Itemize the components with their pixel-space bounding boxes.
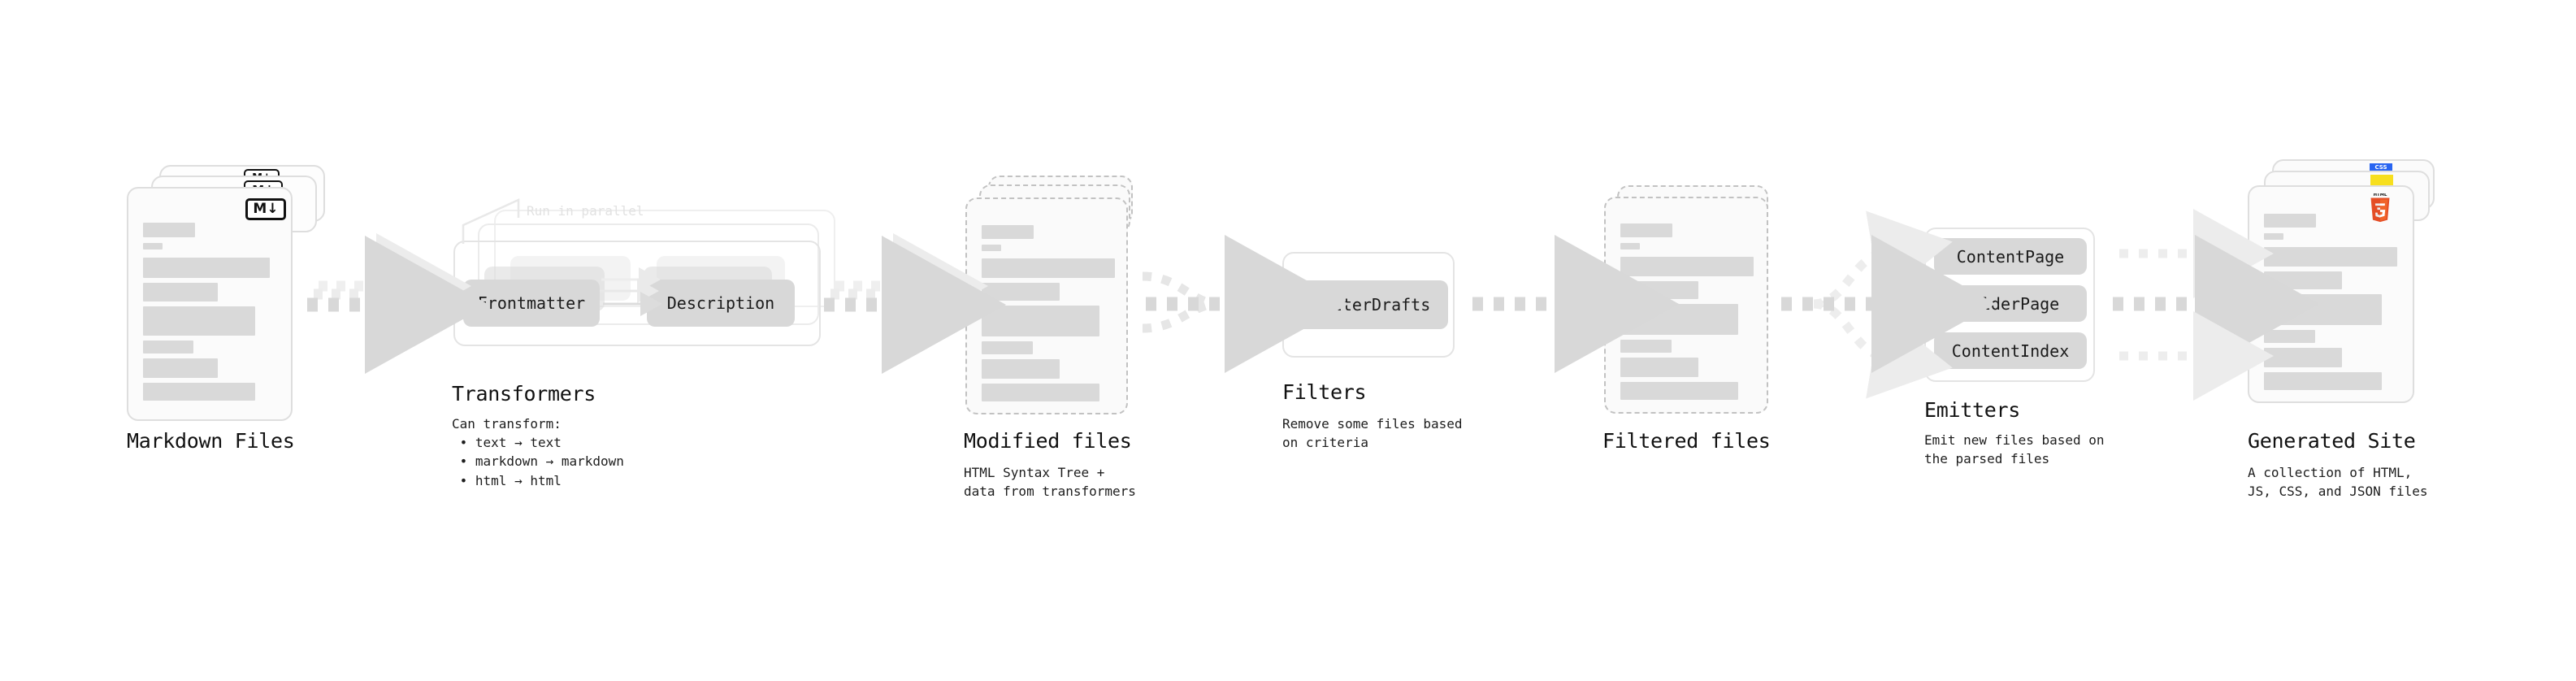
doc-block-6 bbox=[1620, 382, 1738, 400]
svg-text:HTML: HTML bbox=[2374, 193, 2387, 197]
doc-subtitle-bar bbox=[143, 243, 163, 249]
modified-files-caption: HTML Syntax Tree + data from transformer… bbox=[964, 465, 1136, 500]
doc-title-bar bbox=[2264, 214, 2316, 228]
doc-block-5 bbox=[982, 359, 1060, 379]
emitters-group: ContentPage FolderPage ContentIndex bbox=[1924, 228, 2095, 382]
doc-block-4 bbox=[982, 341, 1033, 354]
doc-block-3 bbox=[2264, 294, 2382, 325]
doc-block-6 bbox=[982, 384, 1099, 401]
doc-title-bar bbox=[982, 225, 1034, 239]
doc-block-5 bbox=[143, 358, 218, 378]
doc-block-4 bbox=[143, 340, 193, 354]
filters-heading: Filters bbox=[1282, 380, 1367, 404]
doc-block-2 bbox=[143, 283, 218, 301]
doc-subtitle-bar bbox=[982, 245, 1001, 251]
arrow-markdown-to-transformers bbox=[307, 233, 489, 374]
doc-block-3 bbox=[143, 306, 255, 336]
emitter-pill-folderpage[interactable]: FolderPage bbox=[1934, 285, 2087, 322]
arrow-filtered-to-emitters bbox=[1781, 210, 1996, 399]
emitter-pill-contentindex[interactable]: ContentIndex bbox=[1934, 332, 2087, 369]
doc-block-6 bbox=[2264, 372, 2382, 390]
doc-subtitle-bar bbox=[1620, 243, 1640, 249]
doc-block-1 bbox=[2264, 247, 2397, 267]
transformers-caption: Can transform: • text → text • markdown … bbox=[452, 416, 624, 488]
filter-pill-filterdrafts[interactable]: FilterDrafts bbox=[1295, 280, 1448, 329]
doc-block-1 bbox=[982, 258, 1115, 278]
doc-block-3 bbox=[982, 306, 1099, 336]
doc-block-4 bbox=[2264, 330, 2315, 343]
doc-title-bar bbox=[143, 223, 195, 237]
doc-block-5 bbox=[2264, 348, 2342, 367]
doc-block-2 bbox=[982, 283, 1060, 301]
doc-block-1 bbox=[143, 258, 270, 278]
doc-block-5 bbox=[1620, 358, 1698, 377]
doc-subtitle-bar bbox=[2264, 233, 2283, 240]
filtered-card-front bbox=[1604, 197, 1768, 414]
css3-icon: CSS bbox=[2370, 163, 2392, 172]
emitters-heading: Emitters bbox=[1924, 398, 2021, 422]
emitters-caption: Emit new files based on the parsed files bbox=[1924, 432, 2105, 467]
arrow-emitters-to-generated bbox=[2113, 209, 2319, 401]
html5-icon: HTML bbox=[2370, 193, 2390, 223]
modified-files-heading: Modified files bbox=[964, 429, 1132, 453]
arrow-transformers-to-modified bbox=[824, 233, 1006, 374]
markdown-icon: M↓ bbox=[245, 198, 286, 220]
arrow-modified-to-filters bbox=[1142, 235, 1349, 373]
doc-block-2 bbox=[1620, 281, 1698, 299]
doc-block-1 bbox=[1620, 257, 1754, 276]
markdown-card-front: M↓ bbox=[127, 187, 293, 421]
doc-block-6 bbox=[143, 383, 255, 401]
generated-card-front: HTML bbox=[2248, 185, 2414, 403]
doc-block-2 bbox=[2264, 271, 2342, 289]
doc-title-bar bbox=[1620, 223, 1672, 237]
filters-group: FilterDrafts bbox=[1282, 252, 1455, 358]
doc-block-3 bbox=[1620, 304, 1738, 335]
emitter-pill-contentpage[interactable]: ContentPage bbox=[1934, 238, 2087, 275]
transformer-pill-frontmatter[interactable]: Frontmatter bbox=[463, 280, 600, 327]
transformer-pill-description[interactable]: Description bbox=[647, 280, 795, 327]
generated-site-caption: A collection of HTML, JS, CSS, and JSON … bbox=[2248, 465, 2428, 500]
run-in-parallel-label: Run in parallel bbox=[527, 203, 644, 219]
doc-block-4 bbox=[1620, 340, 1672, 353]
filtered-files-heading: Filtered files bbox=[1602, 429, 1771, 453]
markdown-heading: Markdown Files bbox=[127, 429, 295, 453]
transformers-heading: Transformers bbox=[452, 382, 596, 406]
generated-site-heading: Generated Site bbox=[2248, 429, 2416, 453]
filters-caption: Remove some files based on criteria bbox=[1282, 416, 1463, 451]
modified-card-front bbox=[965, 197, 1128, 414]
